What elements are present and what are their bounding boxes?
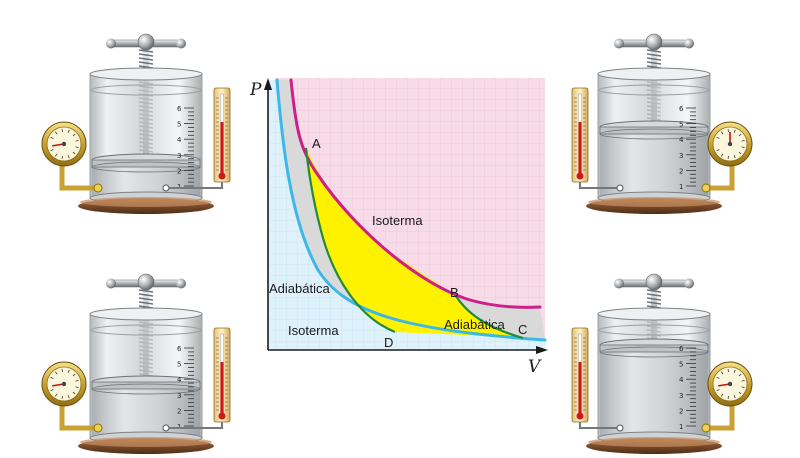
- point-d-label: D: [384, 335, 393, 350]
- piston[interactable]: [91, 153, 201, 173]
- gas-volume: [600, 345, 708, 438]
- x-axis-label: V: [528, 357, 542, 377]
- thermometer: [162, 87, 231, 192]
- scale-tick-label: 2: [679, 167, 683, 175]
- point-c-label: C: [518, 322, 527, 337]
- piston[interactable]: [599, 338, 709, 358]
- scale-tick-label: 4: [177, 136, 182, 144]
- scale-tick-label: 1: [679, 183, 683, 191]
- scale-tick-label: 3: [679, 392, 683, 400]
- pressure-gauge: [41, 121, 103, 193]
- piston[interactable]: [599, 120, 709, 140]
- cycle-area: [306, 148, 523, 338]
- screw-handle[interactable]: [614, 33, 694, 51]
- adiabatic-left-curve: [304, 147, 396, 334]
- scale-tick-label: 5: [679, 361, 683, 369]
- scale-tick-label: 2: [177, 167, 181, 175]
- pressure-gauge: [701, 121, 753, 193]
- point-a-label: A: [312, 136, 321, 151]
- isotherm-hot-label: Isoterma: [372, 213, 423, 228]
- axes: [264, 78, 548, 354]
- scale-tick-label: 4: [177, 376, 182, 384]
- scale-tick-label: 5: [679, 121, 683, 129]
- scale-tick-label: 4: [679, 376, 684, 384]
- pressure-gauge: [701, 361, 753, 433]
- volume-scale: 6 5 4 3 2 1: [679, 345, 696, 431]
- adiabatic-right-curve: [455, 295, 524, 340]
- thermometer: [571, 327, 624, 432]
- scale-tick-label: 2: [177, 407, 181, 415]
- scale-tick-label: 6: [679, 345, 684, 353]
- gas-volume: [92, 382, 200, 438]
- scale-tick-label: 3: [679, 152, 683, 160]
- apparatus-top-right: 6 5 4 3 2 1: [571, 33, 753, 214]
- scale-tick-label: 6: [177, 105, 182, 113]
- y-axis-label: P: [249, 80, 262, 100]
- scale-tick-label: 2: [679, 407, 683, 415]
- screw-handle[interactable]: [614, 273, 694, 291]
- scale-tick-label: 6: [679, 105, 684, 113]
- thermometer: [162, 327, 231, 432]
- scale-tick-label: 3: [177, 392, 181, 400]
- scale-tick-label: 4: [679, 136, 684, 144]
- screw-handle[interactable]: [106, 273, 186, 291]
- thermometer: [571, 87, 624, 192]
- apparatus-bottom-right: 6 5 4 3 2 1: [571, 273, 753, 454]
- pv-diagram: P V A B C D Isoterma Isoterma Adiabática…: [249, 78, 548, 377]
- isotherm-cold-label: Isoterma: [288, 323, 339, 338]
- adiabatic-right-label: Adiabática: [444, 317, 505, 332]
- scale-tick-label: 5: [177, 361, 181, 369]
- piston[interactable]: [91, 375, 201, 395]
- isotherm-cold-curve: [275, 78, 547, 342]
- point-b-label: B: [450, 285, 459, 300]
- screw-handle[interactable]: [106, 33, 186, 51]
- scale-tick-label: 5: [177, 121, 181, 129]
- volume-scale: 6 5 4 3 2 1: [679, 105, 696, 191]
- isotherm-hot-curve: [289, 78, 542, 309]
- scale-tick-label: 1: [679, 423, 683, 431]
- scale-tick-label: 6: [177, 345, 182, 353]
- pressure-gauge: [41, 361, 103, 433]
- scale-tick-label: 3: [177, 152, 181, 160]
- adiabatic-left-label: Adiabática: [269, 281, 330, 296]
